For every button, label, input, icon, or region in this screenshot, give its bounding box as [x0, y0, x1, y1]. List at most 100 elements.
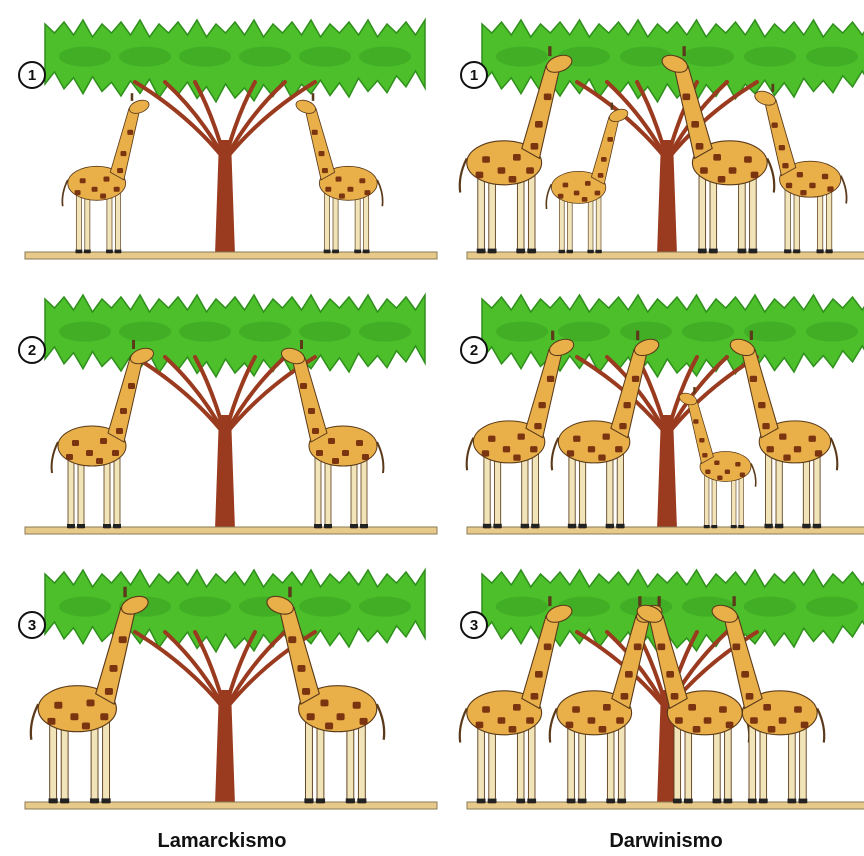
giraffe-leg	[107, 194, 112, 254]
giraffe-hoof	[775, 524, 783, 528]
canopy-shade	[806, 597, 858, 617]
giraffe-leg	[494, 455, 500, 529]
giraffe-spot	[297, 665, 305, 672]
giraffe-leg	[325, 458, 331, 528]
giraffe-hoof	[49, 798, 58, 803]
giraffe-hoof	[346, 798, 355, 803]
giraffe-spot	[794, 706, 802, 713]
giraffe-leg	[579, 455, 585, 529]
darwin-column: 123	[460, 20, 864, 809]
giraffe-hoof	[748, 799, 757, 803]
giraffe-hoof	[357, 798, 366, 803]
giraffe-spot	[625, 671, 633, 678]
giraffe-leg	[766, 455, 772, 529]
giraffe-spot	[359, 178, 365, 183]
giraffe-spot	[621, 693, 629, 700]
lamarck-column: 1 2 3	[19, 20, 437, 809]
giraffe-spot	[615, 446, 622, 452]
canopy-shade	[682, 322, 734, 342]
giraffe-icon	[678, 387, 756, 528]
ground-strip	[25, 527, 437, 534]
giraffe-spot	[72, 440, 79, 446]
giraffe-hoof	[477, 249, 486, 253]
giraffe-spot	[534, 423, 541, 429]
canopy-shade	[359, 322, 411, 342]
giraffe-spot	[746, 693, 754, 700]
ground-strip	[467, 252, 864, 259]
giraffe-spot	[128, 383, 135, 389]
giraffe-spot	[530, 446, 537, 452]
canopy-shade	[744, 597, 796, 617]
giraffe-spot	[705, 470, 710, 475]
giraffe-hoof	[709, 249, 718, 253]
giraffe-spot	[693, 419, 698, 424]
giraffe-tail	[841, 176, 847, 204]
giraffe-spot	[288, 636, 296, 643]
giraffe-hoof	[77, 524, 85, 528]
lamarck-panel-1: 1	[19, 20, 437, 259]
giraffe-leg	[685, 726, 692, 803]
giraffe-spot	[544, 644, 552, 651]
giraffe-neck	[293, 358, 327, 442]
darwin-step-number: 3	[470, 617, 478, 634]
giraffe-spot	[666, 671, 674, 678]
giraffe-hoof	[477, 799, 486, 803]
giraffe-leg	[699, 176, 706, 253]
giraffe-spot	[740, 473, 745, 478]
canopy-shade	[744, 47, 796, 67]
giraffe-spot	[332, 458, 339, 464]
giraffe-hoof	[749, 249, 758, 253]
giraffe-leg	[358, 723, 365, 804]
darwin-panel-1: 1	[460, 20, 864, 259]
giraffe-leg	[803, 455, 809, 529]
giraffe-spot	[100, 194, 106, 199]
giraffe-hoof	[106, 250, 113, 253]
giraffe-leg	[785, 190, 790, 253]
giraffe-spot	[725, 470, 730, 475]
lamarck-panel-3: 3	[19, 570, 437, 809]
giraffe-spot	[337, 713, 345, 720]
giraffe-spot	[702, 453, 707, 458]
canopy-shade	[496, 47, 548, 67]
giraffe-spot	[535, 121, 543, 128]
giraffe-leg	[361, 458, 367, 528]
canopy-shade	[239, 47, 291, 67]
giraffe-hoof	[559, 250, 565, 253]
giraffe-spot	[741, 671, 749, 678]
giraffe-spot	[300, 383, 307, 389]
giraffe-hoof	[60, 798, 69, 803]
giraffe-spot	[360, 718, 368, 725]
giraffe-leg	[517, 726, 524, 803]
giraffe-leg	[333, 194, 338, 254]
giraffe-hoof	[826, 249, 833, 253]
giraffe-tail	[552, 438, 559, 471]
canopy-shade	[179, 47, 231, 67]
giraffe-ossicone	[611, 103, 613, 110]
giraffe-spot	[700, 167, 708, 174]
giraffe-leg	[705, 476, 710, 529]
giraffe-hoof	[673, 799, 682, 803]
giraffe-spot	[308, 408, 315, 414]
giraffe-hoof	[724, 799, 733, 803]
giraffe-tail	[460, 158, 467, 192]
giraffe-spot	[675, 717, 683, 724]
lamarck-step-number: 2	[28, 342, 36, 359]
giraffe-spot	[598, 455, 605, 461]
giraffe-spot	[588, 717, 596, 724]
canopy-shade	[359, 597, 411, 617]
giraffe-leg	[712, 476, 717, 529]
giraffe-spot	[547, 376, 554, 382]
giraffe-hoof	[698, 249, 707, 253]
giraffe-spot	[713, 154, 721, 161]
giraffe-spot	[503, 446, 510, 452]
giraffe-neck	[306, 108, 335, 179]
giraffe-spot	[513, 455, 520, 461]
giraffe-spot	[683, 94, 691, 101]
giraffe-hoof	[606, 799, 615, 803]
giraffe-leg	[617, 455, 623, 529]
giraffe-leg	[567, 197, 572, 253]
giraffe-spot	[624, 402, 631, 408]
canopy-shade	[682, 47, 734, 67]
canopy-shade	[359, 47, 411, 67]
giraffe-spot	[714, 461, 719, 466]
